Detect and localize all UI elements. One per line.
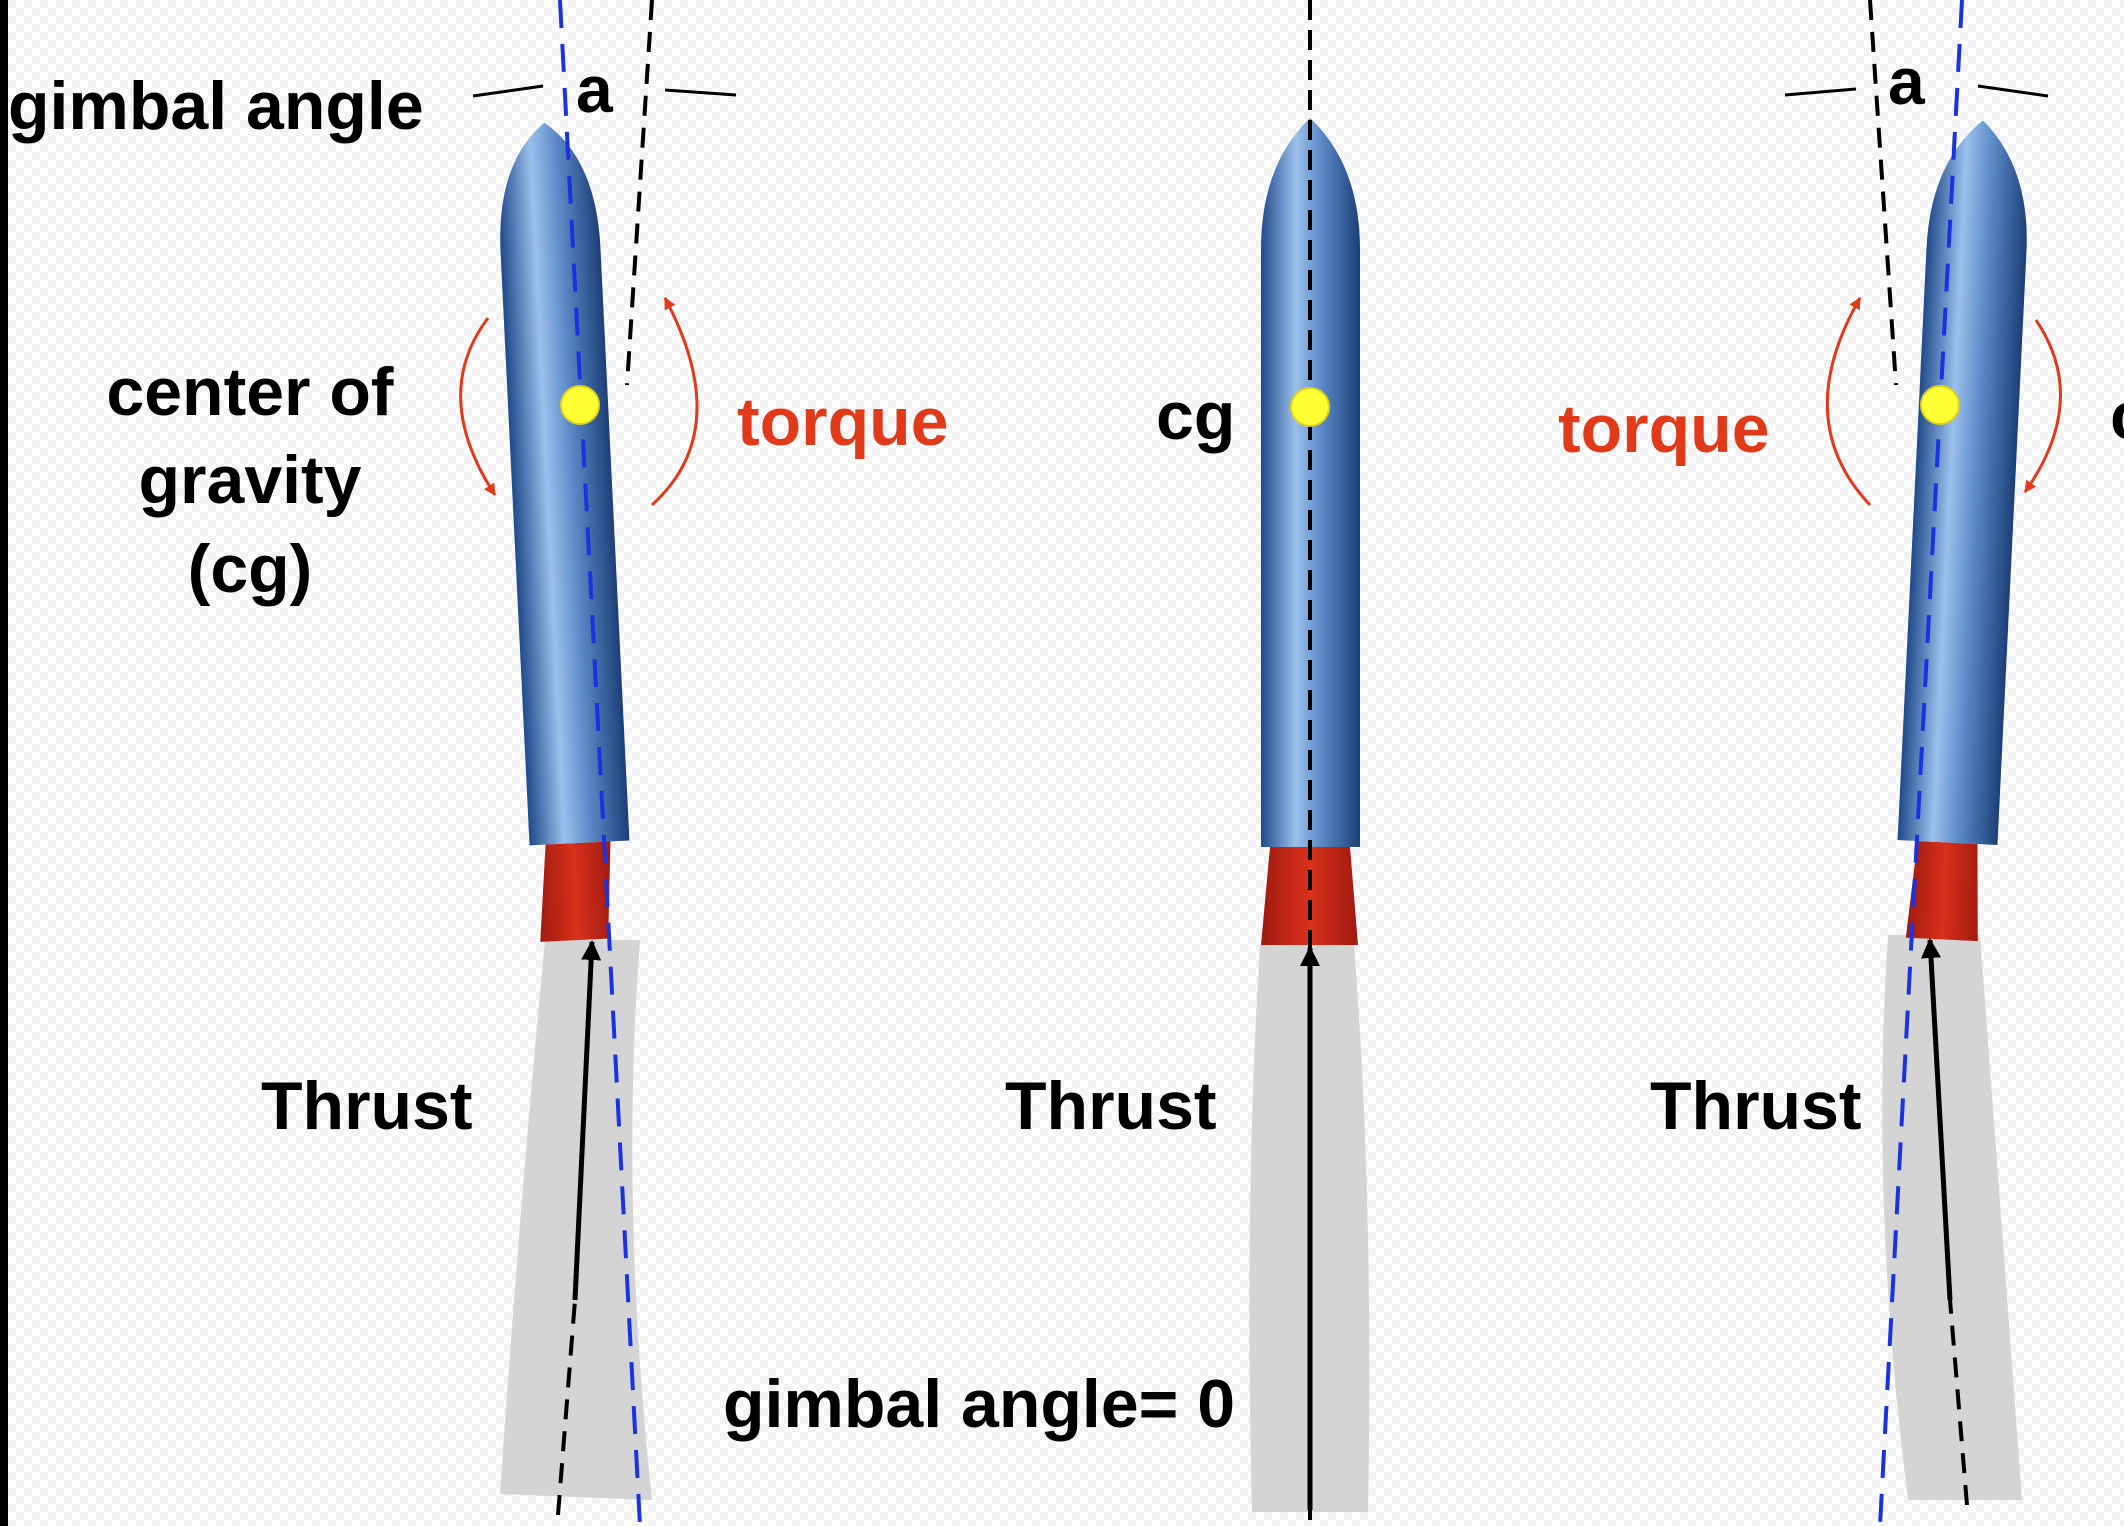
right-thrust-arrow <box>1921 938 1953 1301</box>
right-cg-marker <box>1920 385 1960 425</box>
torque-label-right: torque <box>1558 391 1770 467</box>
cg-label-middle: cg <box>1156 378 1236 454</box>
thrust-label-right: Thrust <box>1650 1068 1862 1144</box>
thrust-label-middle: Thrust <box>1005 1068 1217 1144</box>
left-nozzle <box>540 841 611 942</box>
right-torque-arc-right <box>2023 319 2062 493</box>
angle-symbol-right: a <box>1888 44 1925 118</box>
right-torque-arc-left <box>1825 296 1872 507</box>
torque-label-left: torque <box>737 384 949 460</box>
right-angle-tick-left <box>1784 87 1857 97</box>
left-thrust-arrow <box>572 940 602 1301</box>
cg-label-right-partial: c <box>2110 382 2124 450</box>
left-cg-marker <box>560 385 600 425</box>
right-black-vertical-dash <box>1868 0 1898 386</box>
gimbal-angle-zero-label: gimbal angle= 0 <box>723 1366 1236 1442</box>
middle-cg-marker <box>1290 387 1330 427</box>
right-exhaust-plume <box>1882 935 2022 1500</box>
left-torque-arc-right <box>650 296 699 507</box>
right-angle-tick-right <box>1977 84 2049 98</box>
thrust-label-left: Thrust <box>261 1068 473 1144</box>
left-torque-arc-left <box>459 317 497 497</box>
left-edge-border <box>0 0 8 1526</box>
left-blue-axis-dash <box>558 0 642 1526</box>
left-angle-tick-left <box>472 84 544 98</box>
middle-rocket-group <box>1249 0 1370 1526</box>
right-rocket-group <box>1784 0 2062 1526</box>
right-blue-axis-dash <box>1878 0 1964 1526</box>
angle-symbol-left: a <box>576 52 613 126</box>
left-angle-tick-right <box>664 88 737 97</box>
middle-nozzle <box>1261 847 1358 945</box>
left-rocket-group <box>459 0 737 1526</box>
right-rocket-body <box>1897 120 2027 942</box>
left-rocket-body <box>500 122 630 942</box>
right-nozzle <box>1905 841 1978 942</box>
gimbal-angle-label: gimbal angle <box>8 68 424 144</box>
left-thrust-dash <box>556 1299 577 1516</box>
right-thrust-dash <box>1948 1299 1969 1506</box>
center-of-gravity-label: center of gravity (cg) <box>106 354 394 607</box>
left-exhaust-plume <box>500 940 652 1500</box>
left-black-vertical-dash <box>625 0 654 386</box>
